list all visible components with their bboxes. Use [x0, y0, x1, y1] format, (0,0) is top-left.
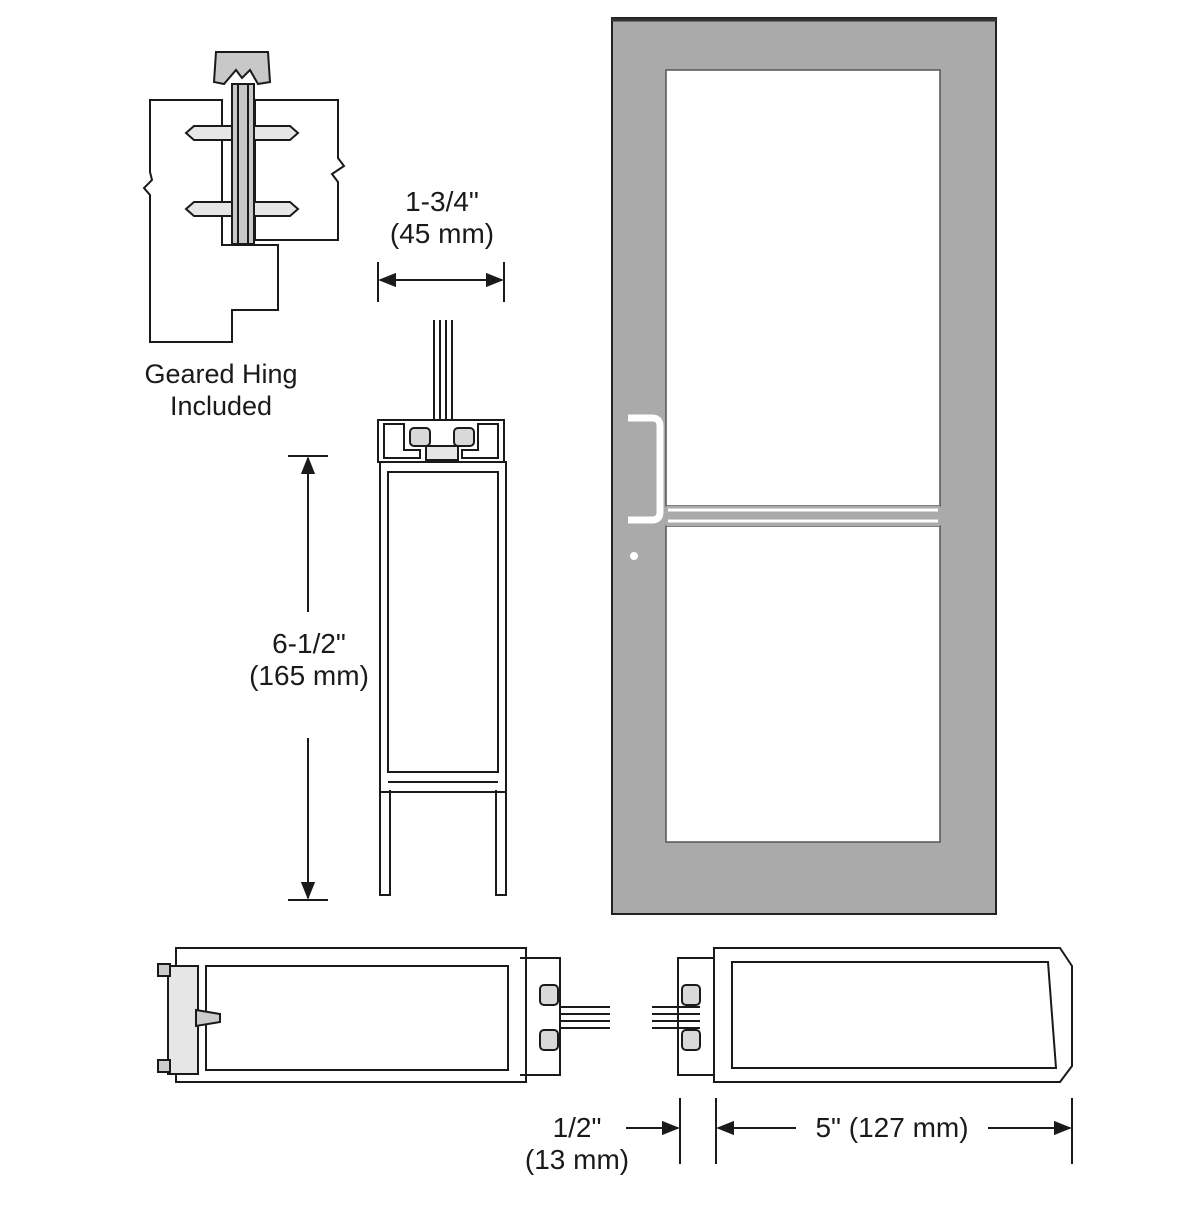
hinge-screw-2 — [253, 125, 300, 141]
plan-section-right — [652, 947, 1073, 1083]
hinge-frame-left — [142, 99, 279, 343]
plan-section-left — [157, 947, 610, 1083]
door-glass-upper — [665, 69, 941, 507]
dim-rail-height-imperial: 6-1/2" — [272, 628, 346, 659]
dim-glass-offset-label: 1/2" (13 mm) — [512, 1112, 642, 1176]
rail-section-vertical — [377, 320, 507, 896]
hinge-leaf-right — [254, 99, 346, 241]
hinge-caption-line1: Geared Hing — [144, 359, 298, 389]
door-pull-handle — [628, 414, 664, 524]
dim-glass-offset-metric: (13 mm) — [524, 1144, 630, 1175]
dim-stile-depth-label: 1-3/4" (45 mm) — [362, 186, 522, 250]
hinge-screw-3 — [184, 201, 233, 217]
dim-stile-depth-imperial: 1-3/4" — [405, 186, 479, 217]
dim-stile-width — [715, 1098, 1073, 1164]
dim-rail-height-metric: (165 mm) — [249, 660, 369, 691]
dim-stile-width-text: 5" (127 mm) — [815, 1112, 969, 1143]
hinge-caption: Geared Hing Included — [126, 358, 316, 422]
hinge-screw-4 — [253, 201, 300, 217]
dim-rail-height — [288, 455, 328, 901]
door-glass-lower — [665, 525, 941, 843]
dim-stile-depth-metric: (45 mm) — [389, 218, 495, 249]
dim-rail-height-label: 6-1/2" (165 mm) — [234, 628, 384, 692]
hinge-spine — [231, 83, 255, 245]
hinge-caption-line2: Included — [169, 391, 273, 421]
geared-hinge-detail — [142, 51, 346, 343]
dim-stile-width-label: 5" (127 mm) — [800, 1112, 984, 1144]
dim-glass-offset-imperial: 1/2" — [552, 1112, 602, 1143]
door-lock-cylinder — [630, 552, 638, 560]
hinge-knuckle — [212, 51, 272, 86]
door-elevation — [611, 17, 997, 915]
hinge-screw-1 — [184, 125, 233, 141]
dim-glass-offset — [626, 1098, 681, 1164]
dim-stile-depth — [377, 262, 505, 302]
